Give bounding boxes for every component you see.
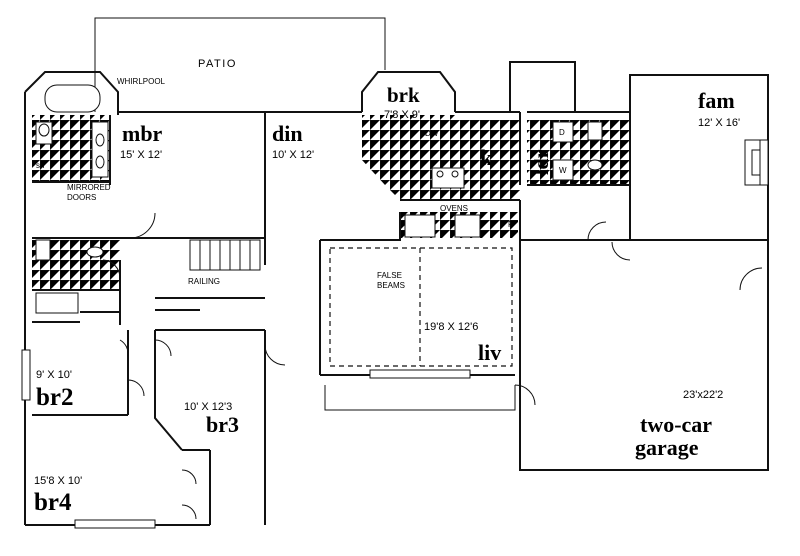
room-br4-dim: 15'8 X 10' [34, 475, 82, 487]
false-beams-label-1: FALSE [377, 271, 402, 280]
room-mbr-dim: 15' X 12' [120, 149, 162, 161]
room-fam: fam [698, 88, 735, 113]
interior-walls [32, 112, 769, 451]
room-br2-dim: 9' X 10' [36, 369, 72, 381]
room-br4: br4 [34, 489, 72, 516]
dishwasher-label: DW [425, 129, 439, 138]
mirrored-label: MIRRORED [67, 183, 111, 192]
railing-label: RAILING [188, 277, 220, 286]
room-ldr: ldr [531, 149, 553, 175]
room-liv-dim: 19'8 X 12'6 [424, 321, 478, 333]
room-br2: br2 [36, 384, 74, 411]
doors-label: DOORS [67, 193, 96, 202]
room-br3-dim: 10' X 12'3 [184, 401, 232, 413]
dryer-label: D [559, 128, 565, 137]
room-liv: liv [478, 340, 501, 365]
false-beams-label-2: BEAMS [377, 281, 405, 290]
patio-label: PATIO [198, 58, 237, 70]
patio-text: PATIO [198, 58, 237, 70]
fridge-label: F [508, 220, 513, 229]
room-garage-dim: 23'x22'2 [683, 389, 723, 401]
room-garage-name-2: garage [635, 435, 699, 460]
shower-label: sh [36, 161, 44, 170]
doors [102, 212, 763, 520]
room-din: din [272, 121, 303, 146]
ovens-label: OVENS [440, 204, 468, 213]
patio [94, 17, 386, 112]
washer-label: W [559, 166, 567, 175]
openings [21, 139, 769, 529]
room-din-dim: 10' X 12' [272, 149, 314, 161]
whirlpool-label: WHIRLPOOL [117, 77, 166, 86]
fixtures [35, 84, 603, 314]
room-fam-dim: 12' X 16' [698, 117, 740, 129]
false-beams [329, 247, 513, 367]
room-mbr: mbr [122, 121, 163, 146]
room-garage-name-1: two-car [640, 412, 712, 437]
room-brk-dim: 7'8 X 9' [384, 109, 420, 121]
exterior-walls [24, 61, 769, 526]
room-brk: brk [387, 83, 420, 107]
room-k: k [480, 145, 493, 170]
room-br3: br3 [206, 412, 239, 437]
